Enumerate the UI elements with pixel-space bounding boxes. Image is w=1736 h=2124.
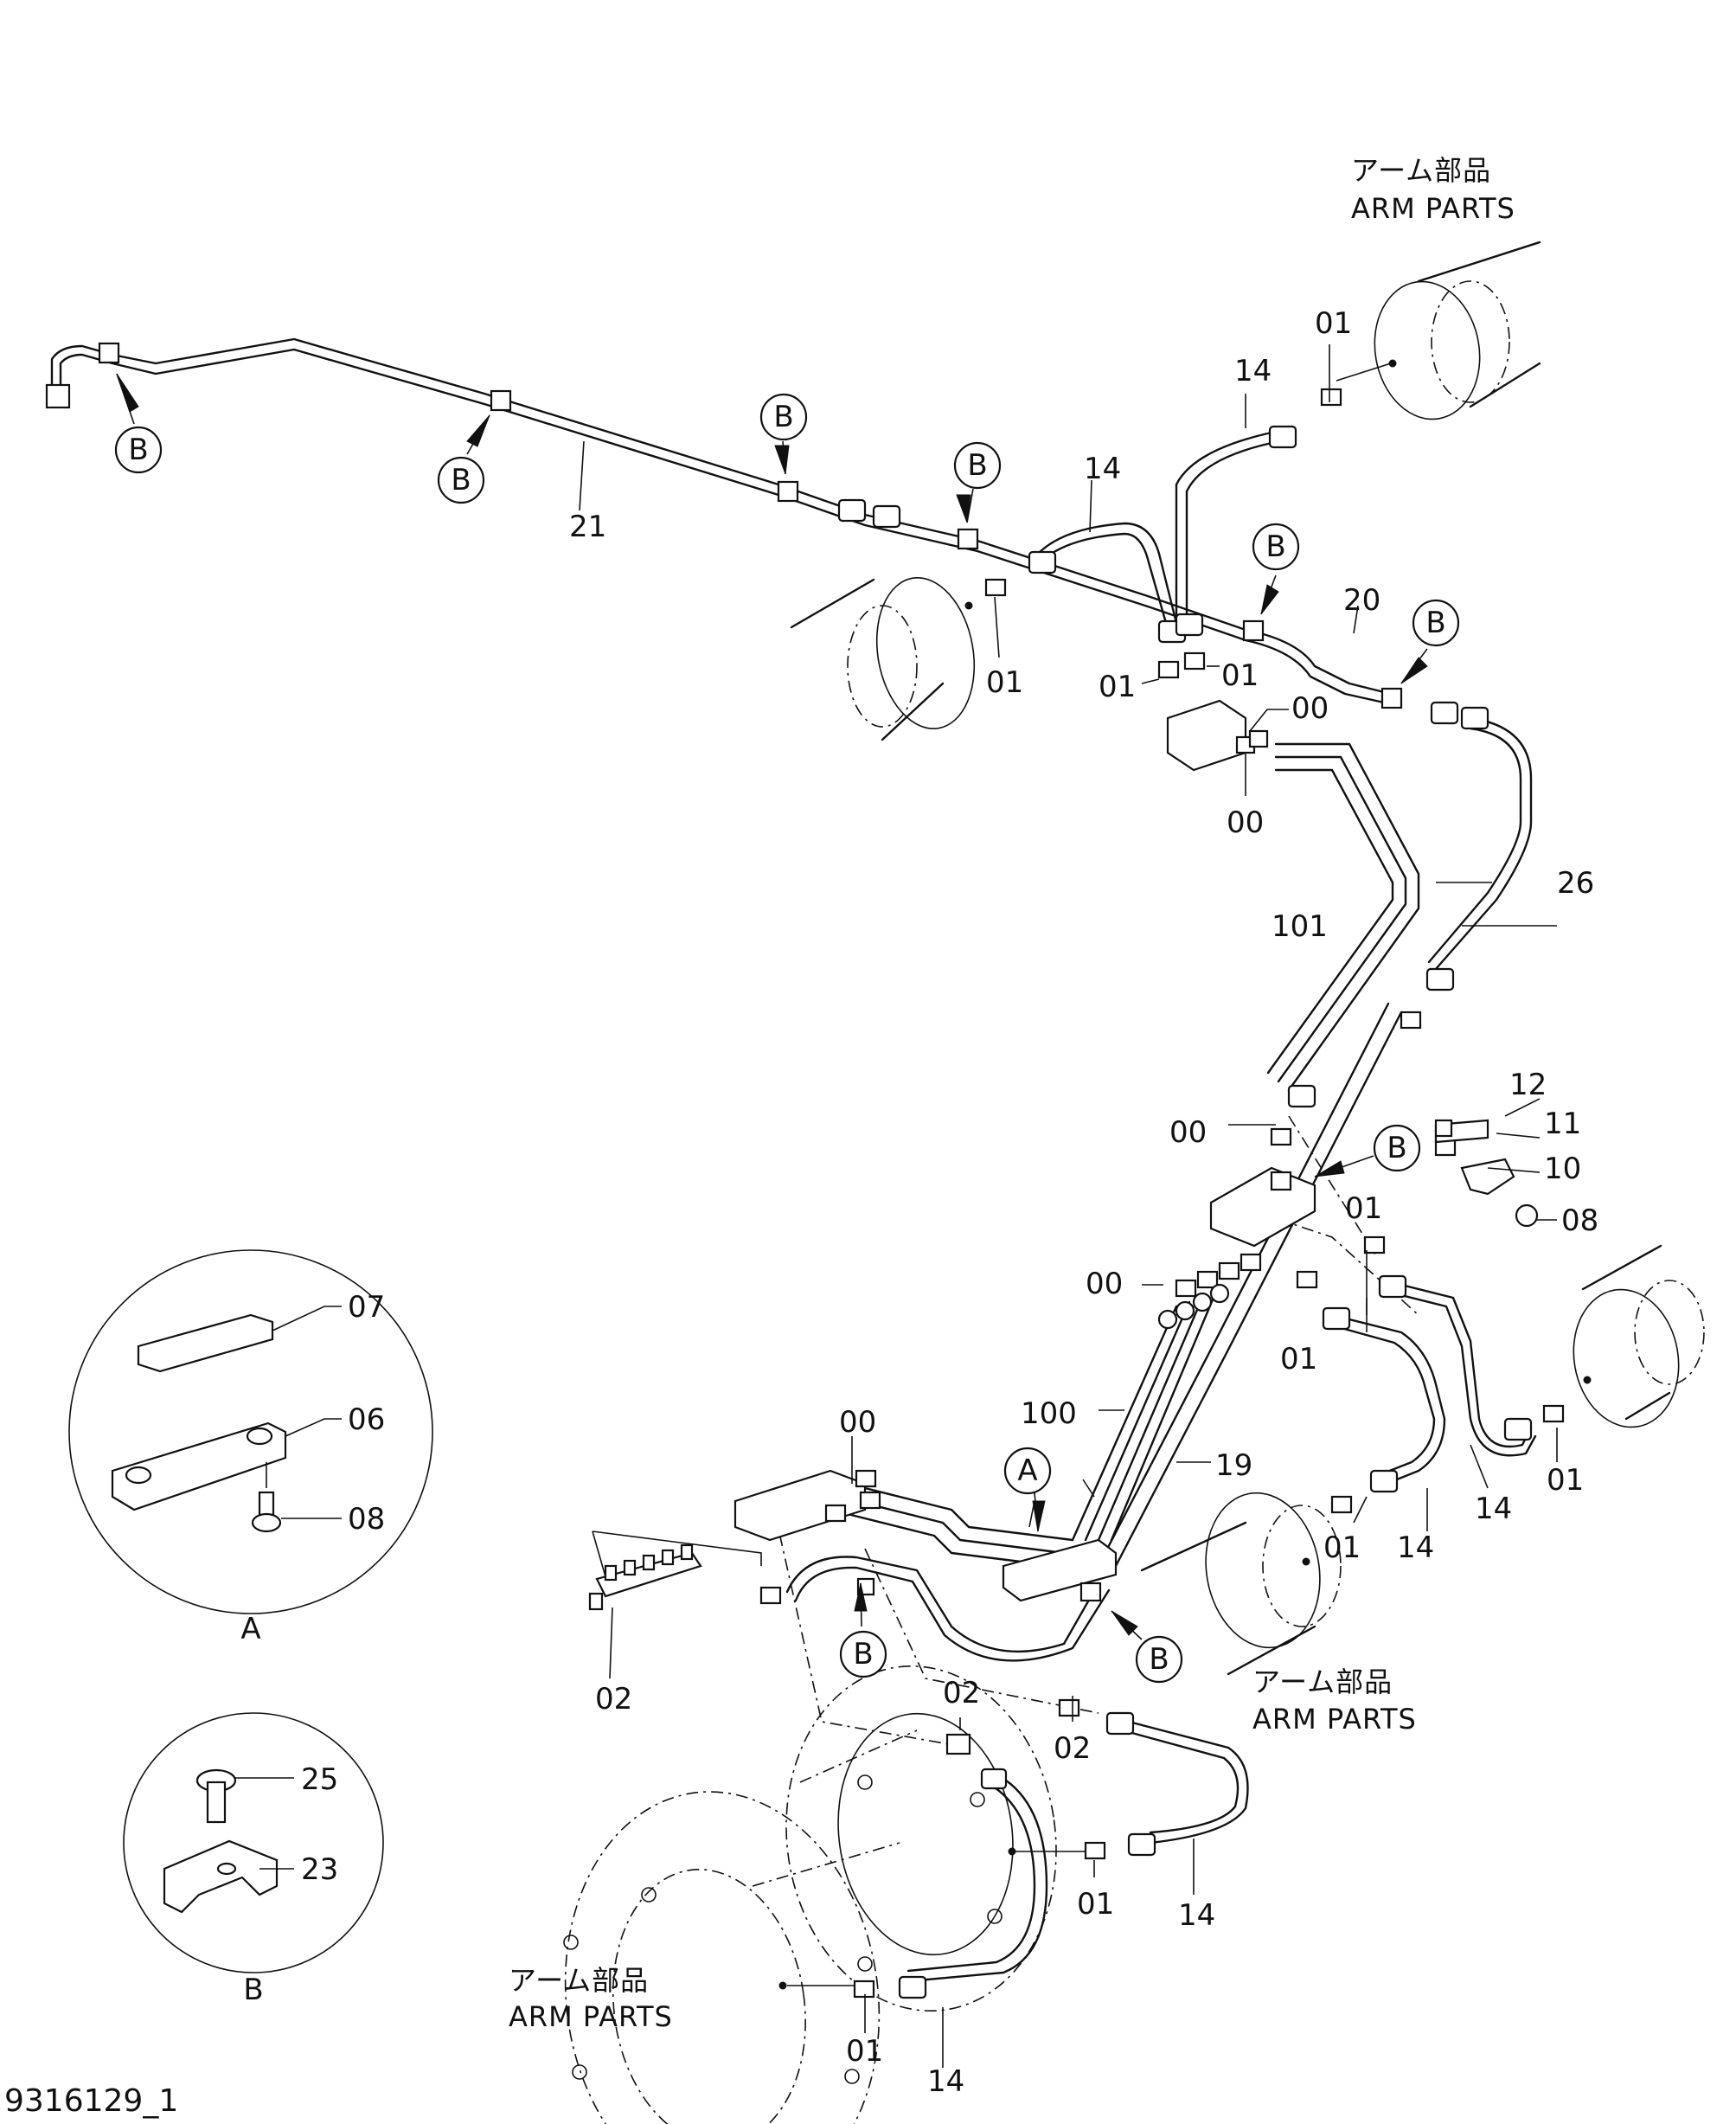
detail-a-callout-07: 07	[348, 1290, 385, 1325]
callout-100: 100	[1021, 1396, 1077, 1431]
callout-14: 14	[927, 2064, 964, 2099]
callout-08: 08	[1561, 1203, 1598, 1238]
detail-a-callout-08: 08	[348, 1502, 385, 1537]
b-marker-7: B	[1314, 1124, 1421, 1178]
b-marker-3: B	[759, 393, 808, 475]
pipe-21	[45, 337, 979, 553]
pipes-14-right	[1330, 1279, 1537, 1490]
detail-b-callout-23: 23	[301, 1852, 338, 1887]
b-marker-9: B	[1111, 1610, 1183, 1684]
callout-01: 01	[1345, 1191, 1382, 1226]
b-marker-1: B	[114, 373, 163, 474]
callout-14: 14	[1234, 354, 1272, 388]
pipes-14-top	[1036, 431, 1273, 625]
marker-b-label: B	[1149, 1642, 1169, 1677]
pipe-26	[1427, 716, 1533, 971]
callout-14: 14	[1475, 1492, 1512, 1526]
callout-01: 01	[846, 2034, 883, 2069]
pipes-14-bottom	[906, 1720, 1249, 1983]
detail-b-callout-25: 25	[301, 1762, 338, 1797]
callout-12: 12	[1509, 1068, 1547, 1102]
callout-01: 01	[1099, 670, 1136, 704]
callout-19: 19	[1215, 1448, 1252, 1483]
callout-101: 101	[1272, 909, 1328, 944]
detail-a-part-06	[111, 1421, 287, 1511]
arm-parts-jp: アーム部品	[1351, 154, 1491, 187]
marker-b-label: B	[1387, 1131, 1406, 1165]
detail-a: 07 06 08 A	[68, 1249, 433, 1646]
callout-00: 00	[1227, 805, 1264, 840]
marker-a-label: A	[1017, 1453, 1037, 1488]
pipe-b-lower	[785, 1556, 1111, 1662]
swing-motor-housing	[563, 1665, 1086, 2124]
cylinder-right	[1573, 1244, 1705, 1428]
arm-parts-en: ARM PARTS	[1351, 192, 1515, 225]
callout-20: 20	[1343, 583, 1380, 618]
callout-14: 14	[1397, 1530, 1434, 1565]
marker-b-label: B	[773, 400, 793, 434]
callout-11: 11	[1544, 1107, 1581, 1141]
detail-a-bolt	[258, 1491, 275, 1518]
callout-01: 01	[1280, 1342, 1317, 1376]
b-marker-8: B	[839, 1582, 887, 1678]
callout-26: 26	[1557, 866, 1594, 901]
callout-14: 14	[1178, 1898, 1215, 1933]
callout-00: 00	[1169, 1115, 1207, 1150]
detail-b: 25 23 B	[123, 1712, 384, 2007]
detail-a-title: A	[240, 1612, 260, 1646]
detail-b-title: B	[243, 1973, 263, 2007]
part-02-manifold	[588, 1543, 702, 1611]
callout-01: 01	[1077, 1887, 1114, 1922]
detail-a-callout-06: 06	[348, 1402, 385, 1437]
arm-parts-jp: アーム部品	[509, 1964, 649, 1997]
b-marker-4: B	[953, 441, 1002, 523]
b-marker-2: B	[437, 414, 490, 504]
callout-01: 01	[1323, 1530, 1361, 1565]
a-marker-1: A	[1003, 1447, 1052, 1532]
detail-b-clamp	[163, 1839, 279, 1914]
marker-b-label: B	[1425, 606, 1445, 640]
arm-parts-en: ARM PARTS	[1252, 1703, 1417, 1736]
b-marker-5: B	[1252, 523, 1300, 615]
callout-00: 00	[1291, 691, 1329, 726]
marker-b-label: B	[451, 463, 471, 497]
callout-00: 00	[839, 1405, 876, 1440]
arm-parts-label-top: アーム部品 ARM PARTS	[1351, 154, 1515, 225]
callout-01: 01	[986, 665, 1023, 700]
cylinder-center-bottom	[1140, 1492, 1342, 1676]
marker-b-label: B	[1265, 529, 1285, 564]
marker-b-label: B	[967, 448, 987, 483]
arm-parts-label-bottom: アーム部品 ARM PARTS	[509, 1964, 673, 2033]
callout-02: 02	[595, 1682, 632, 1717]
callout-00: 00	[1086, 1267, 1123, 1301]
callout-02: 02	[943, 1676, 980, 1710]
callout-02: 02	[1054, 1731, 1091, 1766]
b-marker-6: B	[1400, 599, 1460, 684]
figure-id: 9316129_1	[4, 2083, 178, 2119]
arm-parts-label-middle: アーム部品 ARM PARTS	[1252, 1665, 1417, 1736]
callout-labels: 01 14 14 21 01 01 01 20 00 00 26 101 12 …	[569, 306, 1598, 2099]
fittings	[98, 342, 1565, 1999]
marker-b-label: B	[128, 433, 148, 467]
arm-parts-jp: アーム部品	[1252, 1665, 1393, 1698]
leader-lines	[592, 1115, 1419, 1749]
marker-b-label: B	[853, 1637, 873, 1672]
callout-14: 14	[1084, 452, 1121, 486]
pipe-101	[1266, 742, 1420, 1092]
cylinder-center-left	[790, 577, 976, 741]
callout-10: 10	[1544, 1152, 1581, 1186]
cylinder-top-right	[1336, 241, 1541, 420]
detail-a-part-07	[137, 1313, 274, 1373]
callout-leaders	[579, 344, 1558, 2068]
pipe-19	[1101, 1002, 1403, 1568]
arm-parts-en: ARM PARTS	[509, 2000, 673, 2033]
callout-01: 01	[1221, 658, 1259, 693]
callout-01: 01	[1547, 1463, 1584, 1498]
bracket-parts-10-11-12	[1434, 1119, 1453, 1138]
callout-21: 21	[569, 510, 606, 544]
callout-01: 01	[1315, 306, 1352, 341]
pipes-100	[846, 1292, 1217, 1568]
